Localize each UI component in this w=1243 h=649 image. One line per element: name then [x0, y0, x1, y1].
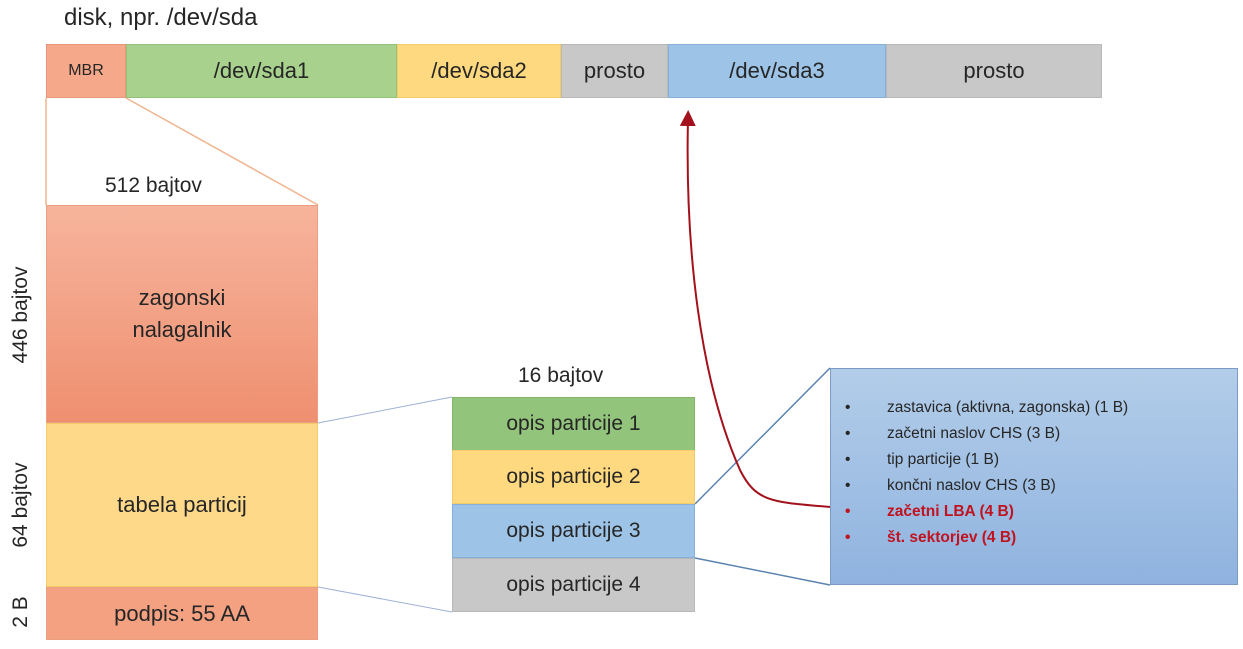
bullet-icon: •	[845, 451, 851, 468]
field-item: • tip particije (1 B)	[831, 447, 1237, 473]
disk-segment-free-2: prosto	[886, 44, 1102, 98]
field-item-highlighted: • št. sektorjev (4 B)	[831, 525, 1237, 551]
boot-loader-block: zagonski nalagalnik	[46, 205, 318, 423]
entry-size-label: 16 bajtov	[518, 364, 604, 387]
disk-segment-mbr: MBR	[46, 44, 126, 98]
field-item: • končni naslov CHS (3 B)	[831, 473, 1237, 499]
disk-segment-sda1: /dev/sda1	[126, 44, 397, 98]
field-text: tip particije (1 B)	[887, 451, 999, 468]
partition-entry-4: opis particije 4	[452, 558, 695, 612]
field-item-highlighted: • začetni LBA (4 B)	[831, 499, 1237, 525]
zoom-line-right	[125, 97, 319, 206]
entry-fields-box: • zastavica (aktivna, zagonska) (1 B) • za…	[830, 368, 1238, 585]
disk-segment-sda3: /dev/sda3	[668, 44, 886, 98]
partition-table-block: tabela particij	[46, 423, 318, 587]
disk-title: disk, npr. /dev/sda	[64, 4, 258, 31]
lba-arrow	[679, 110, 881, 513]
entry-line-top	[694, 367, 831, 505]
bullet-icon: •	[845, 425, 851, 442]
entry-fields-list: • zastavica (aktivna, zagonska) (1 B) • za…	[831, 369, 1237, 551]
bullet-icon: •	[845, 503, 851, 520]
bullet-icon: •	[845, 477, 851, 494]
partition-table-size: 64 bajtov	[9, 462, 32, 548]
field-text: končni naslov CHS (3 B)	[887, 477, 1056, 494]
partition-entry-1: opis particije 1	[452, 397, 695, 451]
field-text: zastavica (aktivna, zagonska) (1 B)	[887, 399, 1129, 416]
field-text: začetni naslov CHS (3 B)	[887, 425, 1061, 442]
signature-size: 2 B	[9, 596, 32, 628]
field-text: začetni LBA (4 B)	[887, 503, 1014, 520]
disk-segment-sda2: /dev/sda2	[397, 44, 561, 98]
partition-entry-3: opis particije 3	[452, 504, 695, 558]
boot-loader-size: 446 bajtov	[9, 266, 32, 364]
field-item: • začetni naslov CHS (3 B)	[831, 421, 1237, 447]
partition-entry-2: opis particije 2	[452, 450, 695, 504]
field-item: • zastavica (aktivna, zagonska) (1 B)	[831, 395, 1237, 421]
entry-line-bottom	[694, 557, 831, 586]
field-text: št. sektorjev (4 B)	[887, 529, 1017, 546]
mbr-size-label: 512 bajtov	[105, 174, 202, 197]
table-line-top	[317, 396, 453, 424]
bullet-icon: •	[845, 529, 851, 546]
disk-segment-free-1: prosto	[561, 44, 668, 98]
bullet-icon: •	[845, 399, 851, 416]
signature-block: podpis: 55 AA	[46, 587, 318, 640]
table-line-bottom	[317, 586, 453, 613]
